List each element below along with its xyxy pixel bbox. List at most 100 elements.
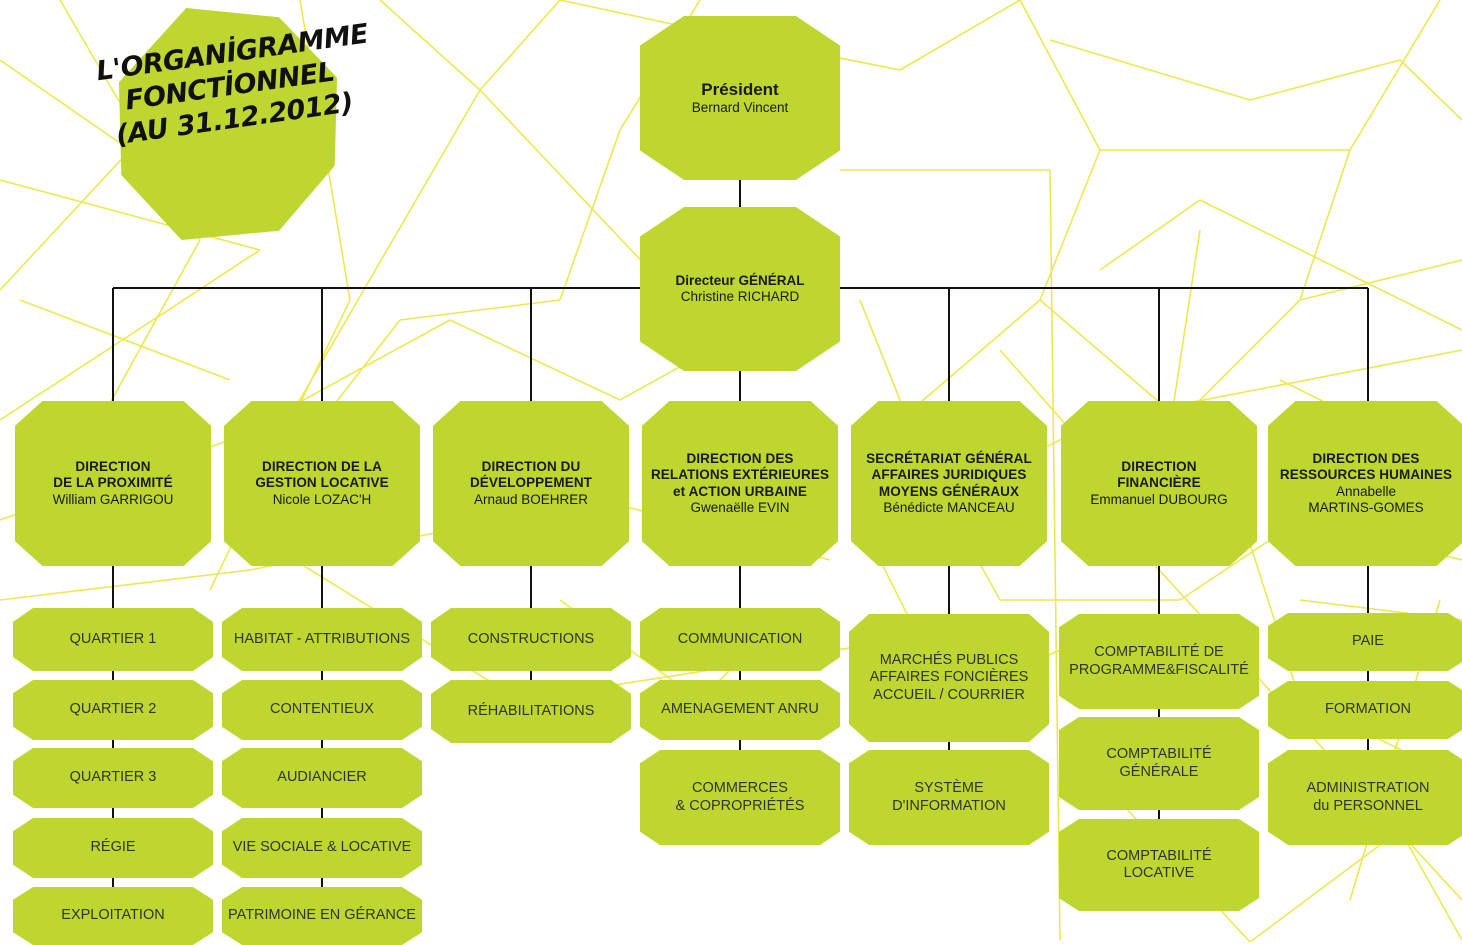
unit-box: VIE SOCIALE & LOCATIVE <box>222 818 422 878</box>
network-line <box>1039 149 1101 301</box>
direction-head-name: William GARRIGOU <box>52 491 174 507</box>
unit-label: COMPTABILITÉ DE <box>1094 644 1224 661</box>
unit-box: HABITAT - ATTRIBUTIONS <box>222 608 422 671</box>
unit-label: AFFAIRES FONCIÈRES <box>869 669 1029 686</box>
unit-box: QUARTIER 1 <box>13 608 213 671</box>
direction-title-line: GESTION LOCATIVE <box>255 475 389 491</box>
direction-title-line: DIRECTION DES <box>1312 451 1420 467</box>
unit-box: EXPLOITATION <box>13 887 213 945</box>
unit-box: AUDIANCIER <box>222 748 422 808</box>
unit-label: QUARTIER 2 <box>69 701 157 718</box>
direction-title-line: SECRÉTARIAT GÉNÉRAL <box>866 451 1032 467</box>
unit-label: & COPROPRIÉTÉS <box>675 797 805 814</box>
unit-label: EXPLOITATION <box>61 907 165 924</box>
unit-label: HABITAT - ATTRIBUTIONS <box>233 630 411 647</box>
network-line <box>0 59 131 151</box>
network-line <box>1249 59 1401 101</box>
network-line <box>0 249 261 421</box>
direction-head-name: Annabelle <box>1335 483 1397 499</box>
unit-box: AMENAGEMENT ANRU <box>640 680 840 740</box>
unit-label: QUARTIER 1 <box>69 630 157 647</box>
network-line <box>399 299 561 321</box>
president-name: Bernard Vincent <box>691 100 789 116</box>
unit-label: ACCUEIL / COURRIER <box>873 686 1025 703</box>
network-line <box>899 299 1041 421</box>
unit-label: MARCHÉS PUBLICS <box>879 651 1019 668</box>
direction-title-line: DIRECTION DU <box>481 459 581 475</box>
unit-label: PATRIMOINE EN GÉRANCE <box>228 907 416 924</box>
network-line <box>1299 259 1462 301</box>
director-general-role: Directeur GÉNÉRAL <box>675 272 805 288</box>
unit-label: PAIE <box>1352 633 1384 650</box>
unit-label: CONTENTIEUX <box>270 701 374 718</box>
unit-label: RÉGIE <box>90 839 136 856</box>
unit-label: VIE SOCIALE & LOCATIVE <box>232 839 412 856</box>
unit-box: QUARTIER 2 <box>13 680 213 740</box>
direction-title-line: DÉVELOPPEMENT <box>469 475 593 491</box>
unit-box: COMMUNICATION <box>640 608 840 671</box>
direction-title-line: et ACTION URBAINE <box>673 483 807 499</box>
unit-box: PATRIMOINE EN GÉRANCE <box>222 887 422 945</box>
unit-label: du PERSONNEL <box>1313 797 1423 814</box>
unit-box: QUARTIER 3 <box>13 748 213 808</box>
unit-box: RÉHABILITATIONS <box>431 680 631 743</box>
network-line <box>1399 59 1462 121</box>
network-line <box>1039 299 1181 421</box>
unit-label: COMMERCES <box>692 780 788 797</box>
network-line <box>0 149 131 291</box>
network-line <box>559 129 621 301</box>
network-line <box>1099 199 1201 271</box>
direction-title-line: RELATIONS EXTÉRIEURES <box>650 467 830 483</box>
direction-title-line: DE LA PROXIMITÉ <box>53 475 173 491</box>
unit-box: CONSTRUCTIONS <box>431 608 631 671</box>
director-general-box: Directeur GÉNÉRAL Christine RICHARD <box>640 207 840 371</box>
unit-label: CONSTRUCTIONS <box>467 630 595 647</box>
network-line <box>1299 149 1351 301</box>
network-line <box>449 319 621 401</box>
unit-label: ADMINISTRATION <box>1306 780 1430 797</box>
network-line <box>0 179 261 251</box>
network-line <box>19 299 231 381</box>
direction-title-line: DIRECTION DES <box>686 451 794 467</box>
unit-box: COMMERCES& COPROPRIÉTÉS <box>640 750 840 845</box>
direction-title-line: DIRECTION <box>75 459 151 475</box>
direction-head-name: Arnaud BOEHRER <box>473 491 589 507</box>
network-line <box>899 0 1021 71</box>
unit-label: COMMUNICATION <box>677 630 803 647</box>
direction-title-line: DIRECTION <box>1121 459 1197 475</box>
network-line <box>1049 169 1061 941</box>
unit-label: D'INFORMATION <box>892 797 1006 814</box>
unit-box: PAIE <box>1268 613 1462 671</box>
president-box: Président Bernard Vincent <box>640 16 840 180</box>
direction-head-name: Bénédicte MANCEAU <box>883 499 1015 515</box>
unit-label: QUARTIER 3 <box>69 769 157 786</box>
network-line <box>1349 0 1441 151</box>
network-line <box>479 0 561 91</box>
unit-box: FORMATION <box>1268 681 1462 739</box>
unit-label: FORMATION <box>1325 701 1411 718</box>
direction-title-line: AFFAIRES JURIDIQUES <box>871 467 1027 483</box>
unit-label: RÉHABILITATIONS <box>467 702 595 719</box>
network-line <box>1199 199 1462 331</box>
unit-label: COMPTABILITÉ <box>1106 746 1212 763</box>
network-line <box>1049 39 1251 101</box>
unit-label: AUDIANCIER <box>277 769 367 786</box>
director-general-name: Christine RICHARD <box>680 289 800 304</box>
network-line <box>1019 0 1101 151</box>
direction-head-name: Nicole LOZAC'H <box>272 491 372 507</box>
unit-label: PROGRAMME&FISCALITÉ <box>1069 661 1249 678</box>
direction-title-line: MOYENS GÉNÉRAUX <box>878 483 1020 499</box>
unit-label: SYSTÈME <box>914 780 984 797</box>
